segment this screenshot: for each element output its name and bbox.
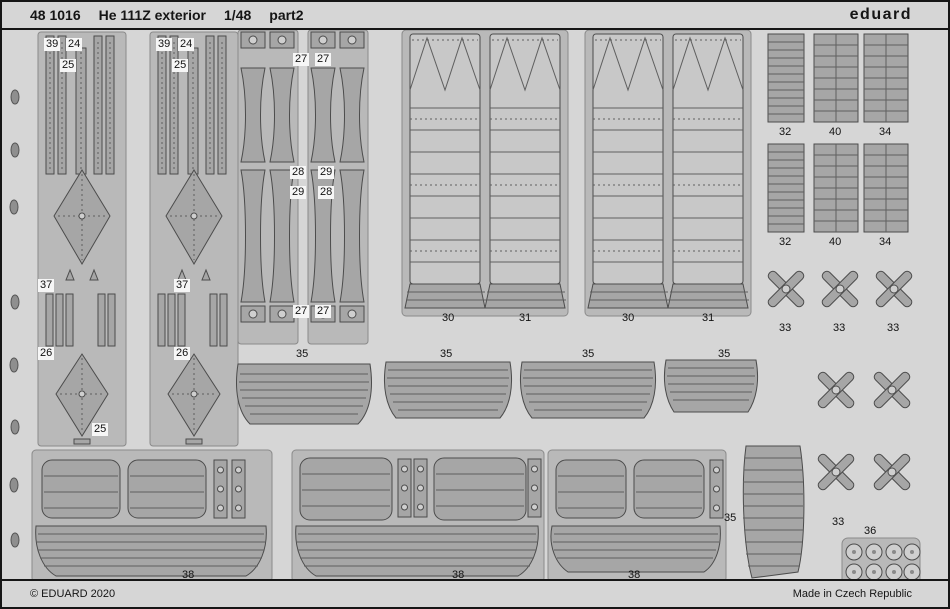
part-label: 37 xyxy=(174,279,191,292)
bottom-assembly-2 xyxy=(291,449,545,583)
part-label: 38 xyxy=(628,569,641,581)
part-label: 28 xyxy=(290,166,307,179)
middle-strip-column-2 xyxy=(307,29,369,345)
part-label: 38 xyxy=(182,569,195,581)
footer-bar: © EDUARD 2020 Made in Czech Republic xyxy=(2,579,948,607)
left-parts-cluster xyxy=(37,31,127,447)
part-label: 29 xyxy=(318,166,335,179)
eduard-logo: eduard xyxy=(849,6,912,23)
part-label: 24 xyxy=(178,38,195,51)
part-label: 27 xyxy=(293,53,310,66)
header-bar: 48 1016 He 111Z exterior 1/48 part2 edua… xyxy=(2,2,948,30)
grid-parts-row xyxy=(767,33,909,123)
part-label: 26 xyxy=(38,347,55,360)
part-label: 27 xyxy=(293,305,310,318)
part-label: 33 xyxy=(833,322,846,334)
middle-strip-column xyxy=(237,29,299,345)
part-label: 40 xyxy=(829,126,842,138)
part-label: 35 xyxy=(582,348,595,360)
part-label: 25 xyxy=(172,59,189,72)
part-designation: part2 xyxy=(269,7,304,23)
part-label: 38 xyxy=(452,569,465,581)
part-label: 24 xyxy=(66,38,83,51)
sprue-drops xyxy=(9,89,20,548)
part-label: 28 xyxy=(318,186,335,199)
part-label: 34 xyxy=(879,236,892,248)
part-label: 35 xyxy=(440,348,453,360)
part-label: 33 xyxy=(887,322,900,334)
part-label: 32 xyxy=(779,126,792,138)
part-label: 25 xyxy=(60,59,77,72)
part-label: 27 xyxy=(315,53,332,66)
part-label: 32 xyxy=(779,236,792,248)
part-label: 31 xyxy=(519,312,532,324)
large-panel-assembly-2 xyxy=(584,29,752,317)
kit-title: He 111Z exterior xyxy=(98,7,207,23)
copyright-text: © EDUARD 2020 xyxy=(30,588,116,600)
part-label: 36 xyxy=(864,525,877,537)
part-label: 35 xyxy=(724,512,737,524)
scale-label: 1/48 xyxy=(224,7,252,23)
part-label: 30 xyxy=(622,312,635,324)
grid-parts-row-2 xyxy=(767,143,909,233)
bottom-assembly-1 xyxy=(31,449,273,583)
bottom-assembly-3 xyxy=(547,449,727,583)
round-parts-group xyxy=(841,537,921,587)
part-label: 26 xyxy=(174,347,191,360)
part-label: 35 xyxy=(718,348,731,360)
vertical-grille-part xyxy=(742,445,805,579)
part-label: 34 xyxy=(879,126,892,138)
large-panel-assembly xyxy=(401,29,569,317)
part-label: 40 xyxy=(829,236,842,248)
part-label: 25 xyxy=(92,423,109,436)
catalog-number: 48 1016 xyxy=(30,7,81,23)
grille-parts xyxy=(236,359,759,425)
header-title-group: 48 1016 He 111Z exterior 1/48 part2 xyxy=(30,7,304,23)
part-label: 39 xyxy=(44,38,61,51)
part-label: 37 xyxy=(38,279,55,292)
part-label: 35 xyxy=(296,348,309,360)
part-label: 39 xyxy=(156,38,173,51)
part-label: 33 xyxy=(832,516,845,528)
part-label: 33 xyxy=(779,322,792,334)
left-parts-cluster-2 xyxy=(149,31,239,447)
origin-text: Made in Czech Republic xyxy=(792,588,912,600)
part-label: 29 xyxy=(290,186,307,199)
part-label: 30 xyxy=(442,312,455,324)
part-label: 31 xyxy=(702,312,715,324)
part-label: 27 xyxy=(315,305,332,318)
